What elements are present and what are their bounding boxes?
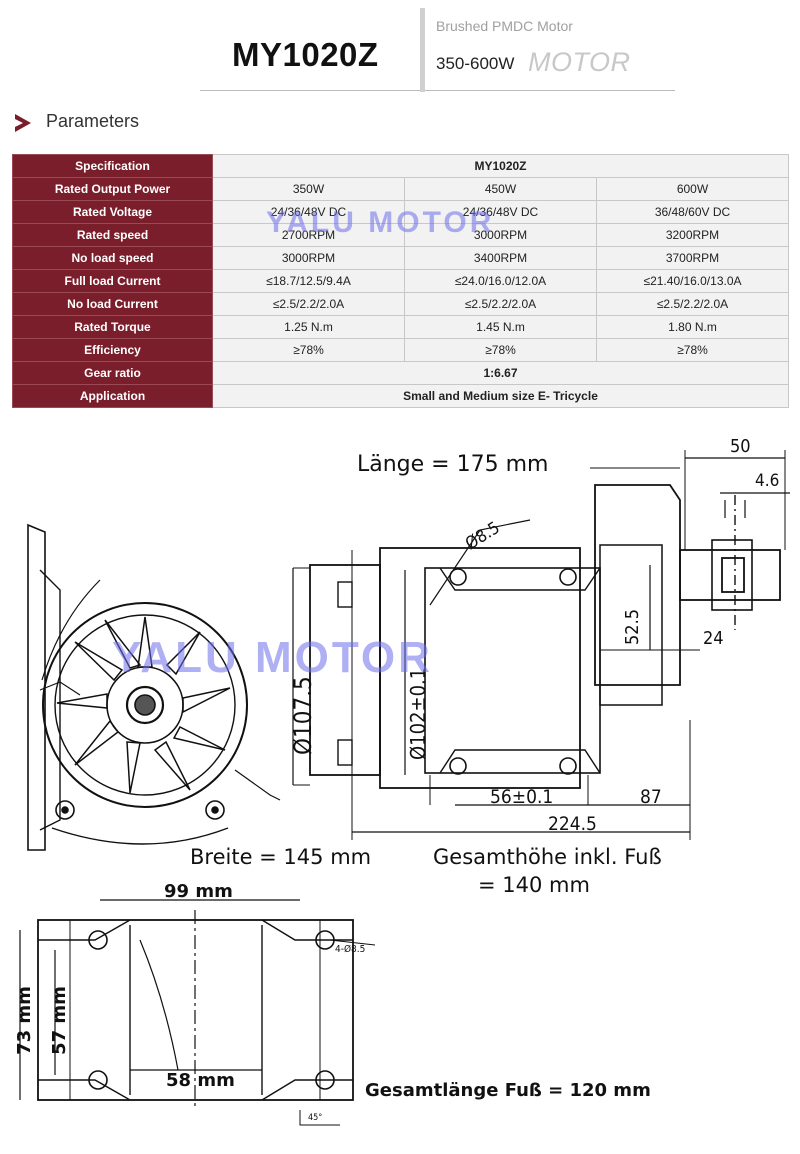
watermark: YALU MOTOR (266, 206, 495, 239)
dim-87: 87 (640, 786, 662, 808)
cell-value: ≥78% (595, 338, 790, 362)
table-row: Full load Current ≤18.7/12.5/9.4A ≤24.0/… (12, 269, 790, 293)
section-title: Parameters (46, 111, 140, 131)
cell-value: 1.80 N.m (595, 315, 790, 339)
table-row: No load speed 3000RPM 3400RPM 3700RPM (12, 246, 790, 270)
model-title: MY1020Z (232, 36, 379, 73)
dim-99: 99 mm (164, 881, 233, 902)
header: MY1020Z Brushed PMDC Motor 350-600W MOTO… (0, 0, 800, 100)
cell-value: Small and Medium size E- Tricycle (211, 384, 790, 408)
cell-value: ≤21.40/16.0/13.0A (595, 269, 790, 293)
cell-value: ≤2.5/2.2/2.0A (595, 292, 790, 316)
dim-102: Ø102±0.1 (406, 668, 430, 760)
cell-value: MY1020Z (211, 154, 790, 178)
row-label: No load speed (12, 246, 213, 270)
cell-value: 3400RPM (404, 246, 597, 270)
dim-hole: 4-Ø8.5 (335, 943, 365, 955)
dim-58: 58 mm (166, 1070, 235, 1091)
cell-value: 36/48/60V DC (595, 200, 790, 224)
table-row: Rated Output Power 350W 450W 600W (12, 177, 790, 201)
cell-value: 3200RPM (595, 223, 790, 247)
cell-value: ≥78% (212, 338, 405, 362)
dim-50: 50 (730, 436, 751, 457)
length-caption: Länge = 175 mm (357, 452, 549, 477)
row-label: Rated Torque (12, 315, 213, 339)
foot-length-caption: Gesamtlänge Fuß = 120 mm (365, 1080, 651, 1101)
row-label: Rated speed (12, 223, 213, 247)
row-label: Application (12, 384, 213, 408)
height-caption-line2: = 140 mm (478, 873, 590, 897)
spec-table: Specification MY1020Z Rated Output Power… (12, 154, 790, 408)
cell-value: ≤2.5/2.2/2.0A (404, 292, 597, 316)
cell-value: 3000RPM (404, 223, 597, 247)
header-divider-left (200, 90, 420, 91)
row-label: Efficiency (12, 338, 213, 362)
dim-56: 56±0.1 (490, 786, 553, 808)
table-row: Rated Torque 1.25 N.m 1.45 N.m 1.80 N.m (12, 315, 790, 339)
cell-value: ≤18.7/12.5/9.4A (212, 269, 405, 293)
table-row: Rated speed 2700RPM 3000RPM 3200RPM (12, 223, 790, 247)
row-label: Specification (12, 154, 213, 178)
front-view-shaft (125, 685, 165, 725)
table-row: Specification MY1020Z (12, 154, 790, 178)
dim-24: 24 (703, 628, 724, 649)
dim-73: 73 mm (13, 986, 35, 1055)
watermark: YALU MOTOR (112, 633, 433, 682)
dim-52-5: 52.5 (622, 609, 643, 645)
cell-value: ≤24.0/16.0/12.0A (404, 269, 597, 293)
chevron-right-icon (15, 114, 31, 132)
row-label: No load Current (12, 292, 213, 316)
motor-word: MOTOR (528, 47, 631, 77)
power-range: 350-600W (436, 54, 515, 73)
row-label: Gear ratio (12, 361, 213, 385)
cell-value: ≥78% (404, 338, 597, 362)
row-label: Rated Output Power (12, 177, 213, 201)
row-label: Rated Voltage (12, 200, 213, 224)
product-subtitle: Brushed PMDC Motor (436, 18, 573, 34)
cell-value: 1:6.67 (211, 361, 790, 385)
cell-value: 24/36/48V DC (404, 200, 597, 224)
dim-4-6: 4.6 (755, 471, 779, 491)
header-vertical-bar (420, 8, 425, 92)
height-caption-line1: Gesamthöhe inkl. Fuß (433, 845, 662, 869)
table-row: Gear ratio 1:6.67 (12, 361, 790, 385)
dim-224-5: 224.5 (548, 813, 597, 835)
dimension-drawing: 50 4.6 Ø8.5 52.5 24 Ø107.5 Ø102±0.1 56±0… (19, 436, 790, 1126)
table-row: Efficiency ≥78% ≥78% ≥78% (12, 338, 790, 362)
front-view-spokes (56, 616, 231, 794)
width-caption: Breite = 145 mm (190, 845, 372, 869)
dim-57: 57 mm (48, 986, 70, 1055)
cell-value: 2700RPM (212, 223, 405, 247)
cell-value: 350W (212, 177, 405, 201)
dim-chamfer: 45° (308, 1113, 322, 1123)
cell-value: ≤2.5/2.2/2.0A (212, 292, 405, 316)
cell-value: 3000RPM (212, 246, 405, 270)
header-divider-right (425, 90, 675, 91)
cell-value: 1.25 N.m (212, 315, 405, 339)
dim-107-5: Ø107.5 (289, 676, 317, 755)
cell-value: 450W (404, 177, 597, 201)
table-row: Application Small and Medium size E- Tri… (12, 384, 790, 408)
table-row: No load Current ≤2.5/2.2/2.0A ≤2.5/2.2/2… (12, 292, 790, 316)
front-view-outer-ring (42, 602, 248, 808)
cell-value: 1.45 N.m (404, 315, 597, 339)
row-label: Full load Current (12, 269, 213, 293)
cell-value: 600W (595, 177, 790, 201)
cell-value: 3700RPM (595, 246, 790, 270)
